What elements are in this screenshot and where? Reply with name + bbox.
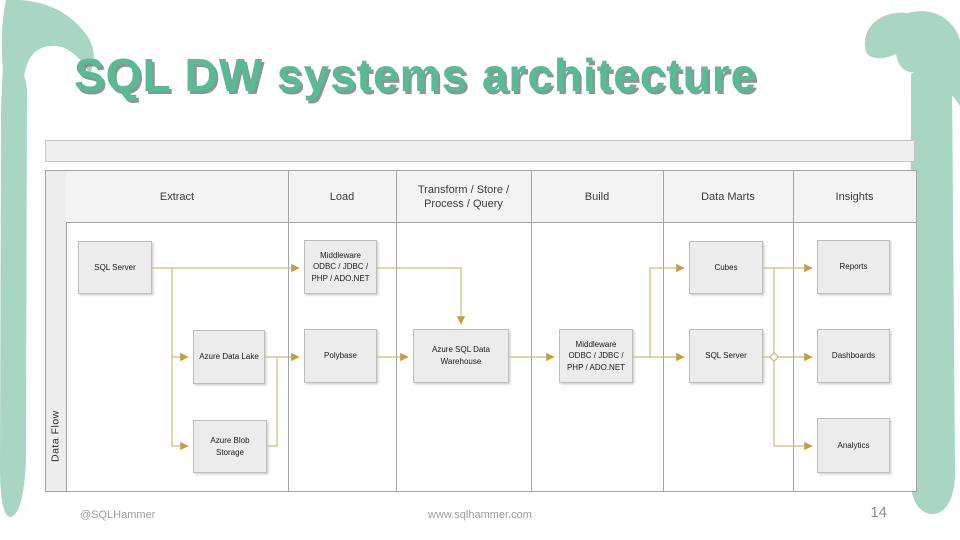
- node-cubes: Cubes: [689, 241, 763, 294]
- column-header-build: Build: [584, 190, 610, 203]
- node-dashboards: Dashboards: [817, 329, 890, 383]
- node-sql-server-source: SQL Server: [78, 241, 152, 294]
- slide-title: SQL DW systems architecture: [74, 49, 758, 101]
- node-middleware-load: Middleware ODBC / JDBC / PHP / ADO.NET: [304, 240, 377, 294]
- column-header-insights: Insights: [835, 190, 874, 203]
- footer-handle: @SQLHammer: [80, 509, 156, 521]
- column-divider: [531, 171, 532, 491]
- node-middleware-build: Middleware ODBC / JDBC / PHP / ADO.NET: [559, 329, 633, 383]
- node-azure-blob-storage: Azure Blob Storage: [193, 420, 267, 473]
- node-analytics: Analytics: [817, 418, 890, 473]
- page-number: 14: [870, 504, 887, 521]
- footer-website: www.sqlhammer.com: [428, 509, 532, 521]
- column-header-extract: Extract: [159, 190, 195, 203]
- data-flow-sidebar: [46, 171, 67, 491]
- column-header-load: Load: [329, 190, 355, 203]
- column-divider: [793, 171, 794, 491]
- column-divider: [288, 171, 289, 491]
- node-polybase: Polybase: [304, 329, 377, 383]
- data-flow-label: Data Flow: [49, 410, 62, 462]
- node-azure-sql-data-warehouse: Azure SQL Data Warehouse: [413, 329, 509, 383]
- diagram-top-band: [45, 140, 915, 162]
- node-azure-data-lake: Azure Data Lake: [193, 330, 265, 384]
- architecture-diagram-grid: Extract Load Transform / Store / Process…: [45, 170, 917, 492]
- column-divider: [396, 171, 397, 491]
- column-header-transform: Transform / Store / Process / Query: [417, 183, 510, 210]
- column-header-data-marts: Data Marts: [701, 190, 755, 203]
- hammer-decoration-left-handle-icon: [0, 61, 27, 517]
- node-sql-server-data-mart: SQL Server: [689, 329, 763, 383]
- node-reports: Reports: [817, 240, 890, 294]
- column-header-row: [66, 171, 916, 223]
